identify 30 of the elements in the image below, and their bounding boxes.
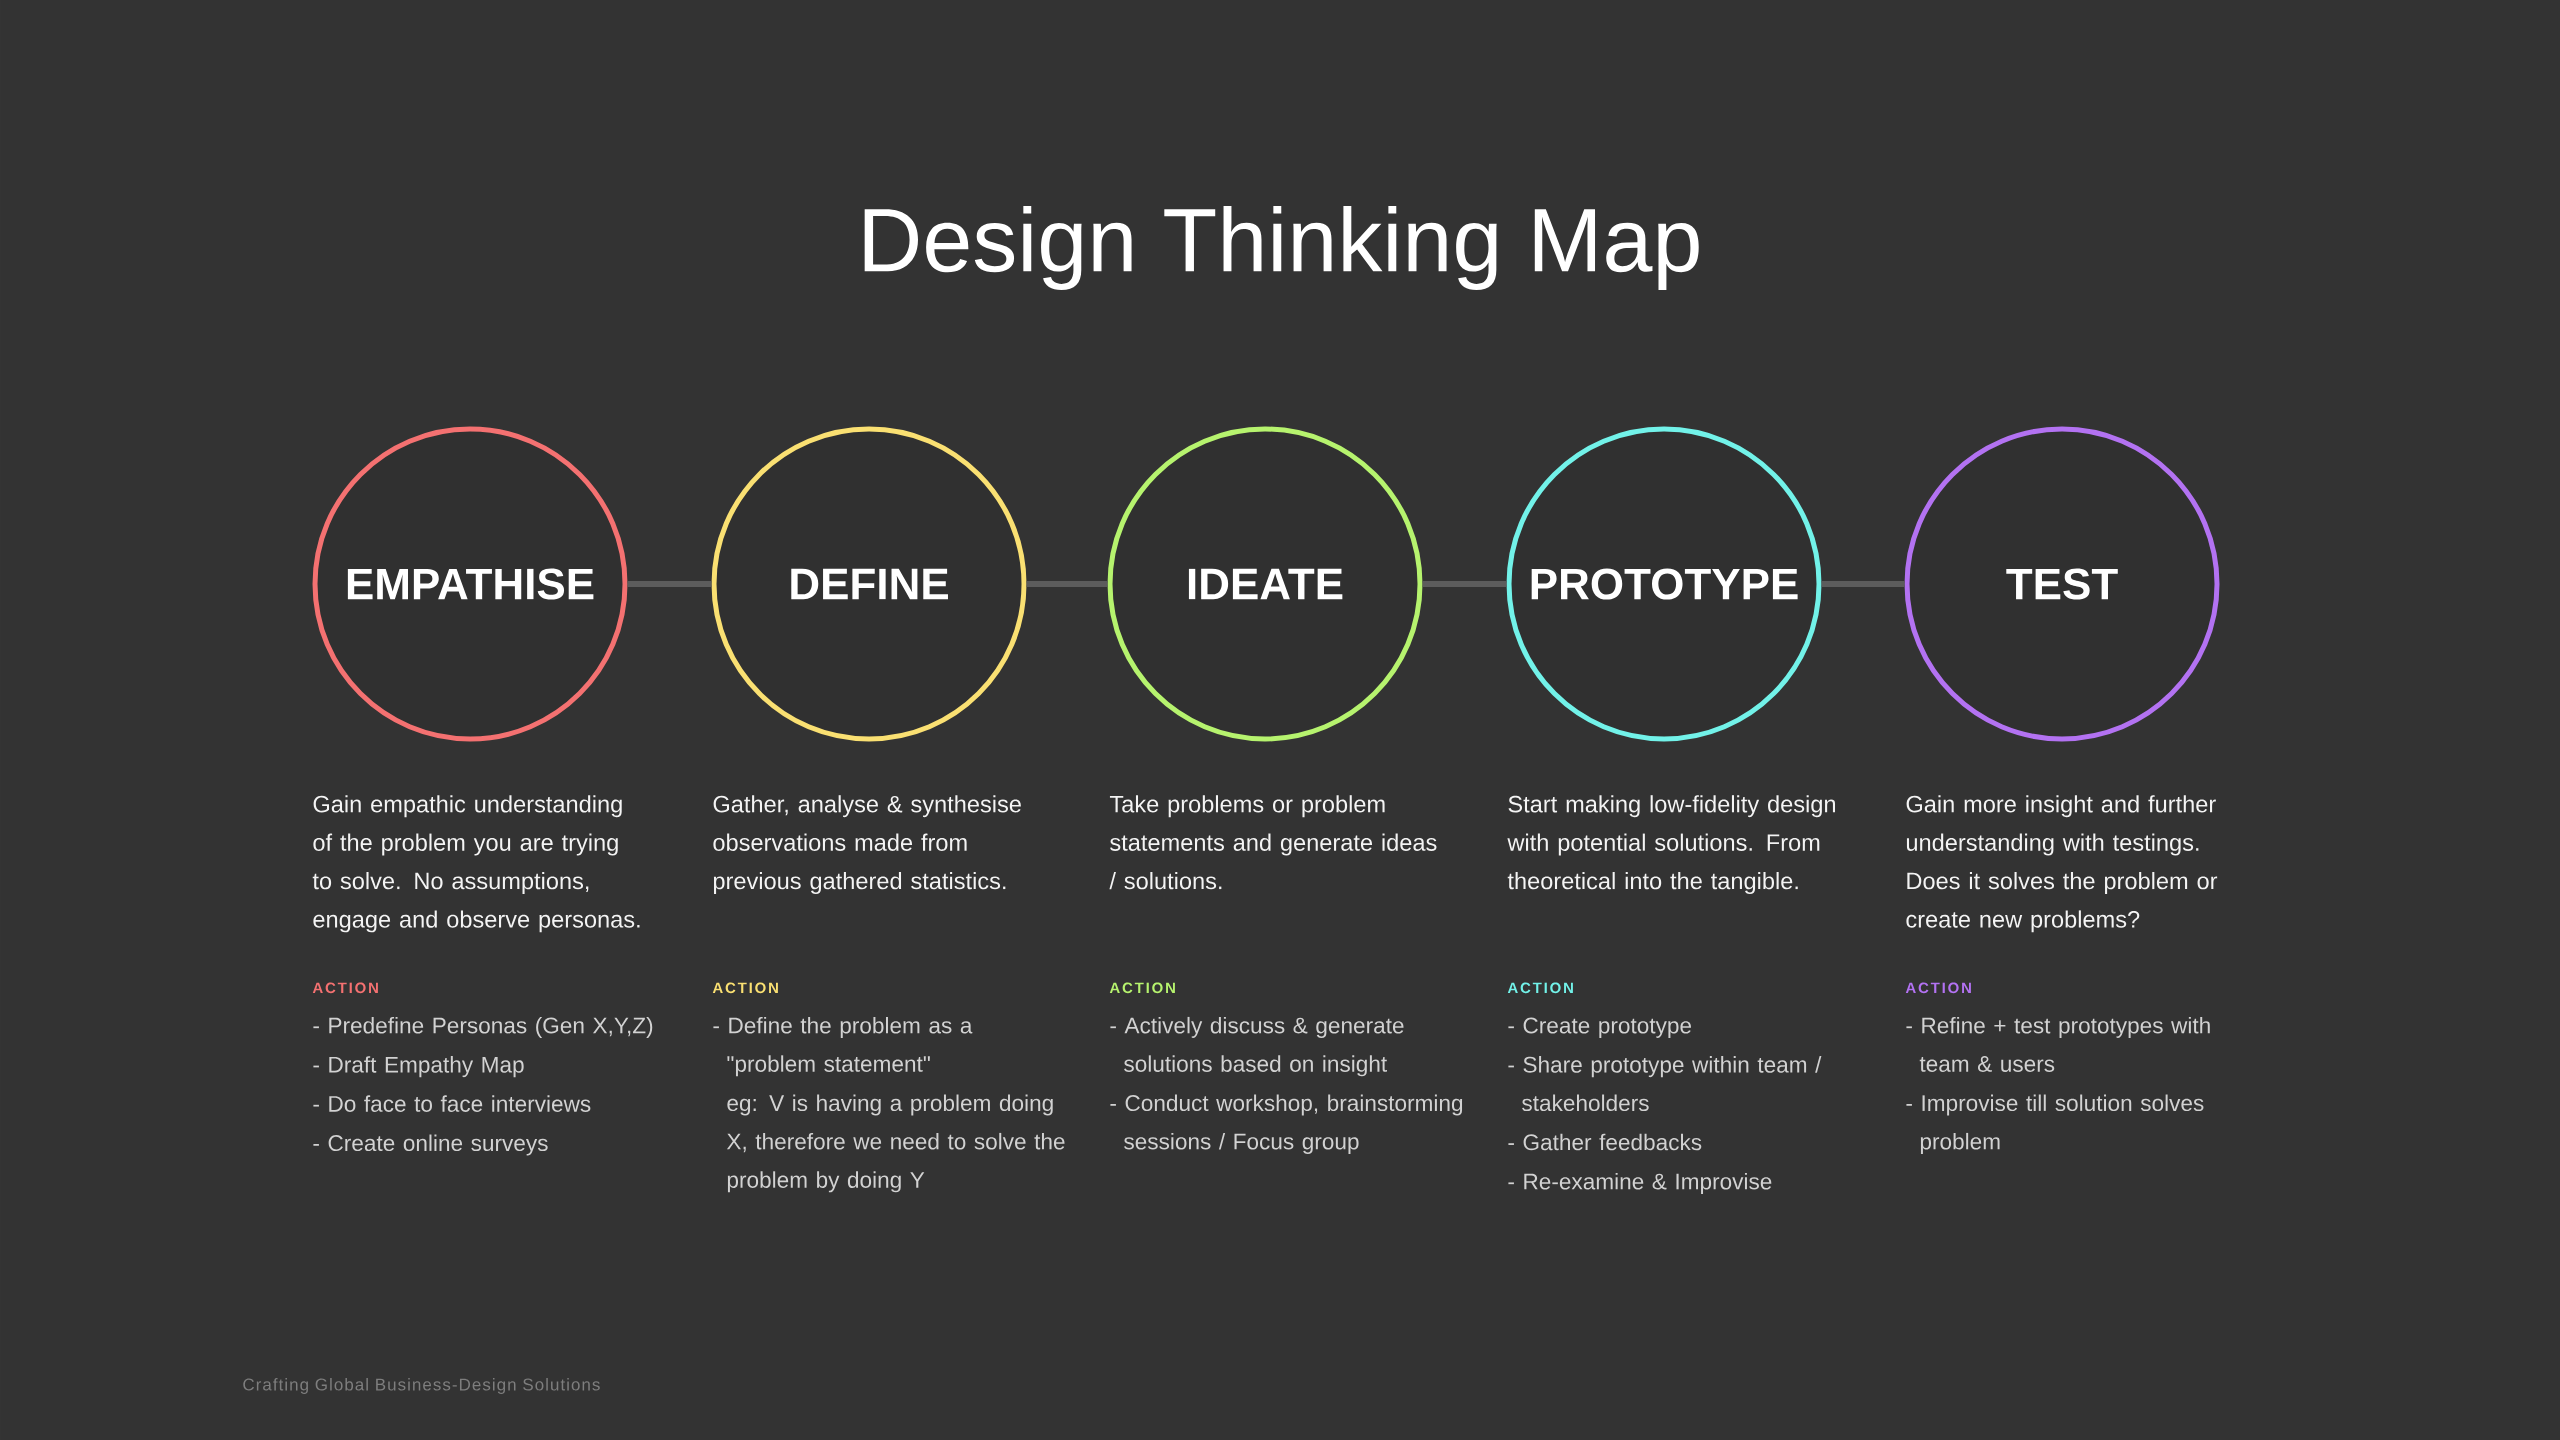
list-item: eg: V is having a problem doing X, therefore we need to solve the problem by doing Y (726, 1094, 1065, 1193)
list-item: - Do face to face interviews (313, 1095, 591, 1112)
list-item: - Predefine Personas (Gen X,Y,Z) (313, 1016, 653, 1038)
description-text: Gather, analyse & synthesise observations made from previous gathered statistics. (713, 795, 1021, 894)
description-text: Gain empathic understanding of the problem you are trying to solve. No assumptions, engage and observe personas. (312, 795, 640, 933)
connector-line (1422, 581, 1507, 587)
connector-line (1026, 581, 1108, 587)
list-item: - Create online surveys (313, 1134, 548, 1156)
connector-line (627, 581, 712, 587)
description-text: Start making low-fidelity design with potential solutions. From theoretical into the tangible. (1507, 795, 1835, 894)
list-item: - Conduct workshop, brainstorming sessions / Focus group (1110, 1094, 1463, 1154)
list-item: - Actively discuss & generate solutions based on insight (1110, 1016, 1404, 1077)
list-item: - Improvise till solution solves problem (1906, 1094, 2204, 1154)
list-item: - Gather feedbacks (1508, 1133, 1702, 1151)
list-item: - Re-examine & Improvise (1508, 1172, 1772, 1194)
description-text: Take problems or problem statements and generate ideas / solutions. (1109, 795, 1437, 890)
list-item: - Refine + test prototypes with team & users (1906, 1016, 2210, 1072)
section-heading: ACTION (1905, 982, 1971, 994)
tagline: Crafting Global Business-Design Solutions (243, 1378, 600, 1394)
section-heading: ACTION (312, 982, 378, 994)
list-item: - Create prototype (1508, 1017, 1691, 1038)
section-heading: ACTION (712, 982, 778, 994)
list-item: - Share prototype within team / stakeholders (1508, 1056, 1822, 1112)
title: Design Thinking Map (864, 206, 1699, 290)
list-item: - Define the problem as a "problem statement" (713, 1016, 973, 1077)
section-heading: ACTION (1507, 982, 1573, 994)
description-text: Gain more insight and further understanding with testings. Does it solves the problem or create new problems? (1906, 795, 2218, 933)
list-item: - Draft Empathy Map (313, 1056, 524, 1078)
connector-line (1821, 581, 1905, 587)
section-heading: ACTION (1109, 982, 1175, 994)
